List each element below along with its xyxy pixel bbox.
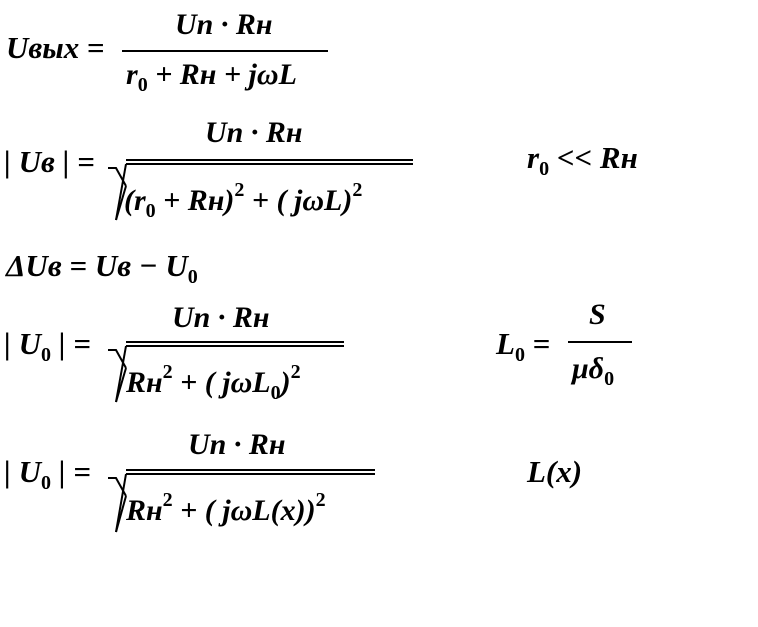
eq5-den-b: + ( jωL(x)) [172, 494, 316, 527]
eq1-lhs: Uвых = [6, 32, 105, 63]
eq5-denominator: Rн2 + ( jωL(x))2 [126, 490, 326, 526]
eq4-den-a: Rн [126, 366, 163, 399]
eq5-lhs-sub: 0 [40, 472, 51, 494]
eq5-den-a-sup: 2 [162, 489, 173, 511]
eq2-den-c-sup: 2 [352, 179, 363, 201]
eq4-numerator: Un · Rн [172, 301, 270, 334]
eq1-equals: = [87, 30, 105, 65]
eq4-radical-icon [108, 341, 344, 403]
eq1-fraction-bar [122, 50, 328, 52]
eq2-den-b-sup: 2 [234, 179, 245, 201]
eq5-lhs: | U0 | = [4, 456, 91, 493]
eq4-den-a-sup: 2 [162, 361, 173, 383]
eq2-den-a: (r [124, 184, 146, 217]
eq4-inductance-lhs: L0 = [496, 328, 550, 365]
eq4-den-c: ) [280, 366, 291, 399]
eq3-text: ΔUв = Uв − U0 [6, 250, 198, 287]
eq2-den-c: + ( jωL) [244, 184, 353, 217]
eq4-side-den: μδ [572, 352, 605, 385]
eq1-lhs-text: Uвых [6, 30, 80, 65]
eq2-cond-r: r [527, 140, 540, 175]
eq3-main: ΔUв = Uв − U [6, 248, 188, 283]
eq2-cond-rest: << Rн [549, 140, 638, 175]
eq4-side-den-sub: 0 [604, 368, 615, 390]
eq4-den-c-sup: 2 [290, 361, 301, 383]
eq2-lhs: | Uв | = [4, 144, 95, 179]
eq2-numerator: Un · Rн [205, 116, 303, 149]
eq1-den-r-sub: 0 [137, 74, 148, 96]
eq2-den-a-sub: 0 [145, 200, 156, 222]
eq4-den-b: + ( jωL [172, 366, 271, 399]
eq4-lhs: | U0 | = [4, 328, 91, 365]
eq4-denominator: Rн2 + ( jωL0)2 [126, 362, 301, 403]
eq2-cond-sub: 0 [539, 158, 550, 180]
eq4-side-l: L [496, 326, 515, 361]
eq4-lhs-sub: 0 [40, 344, 51, 366]
eq4-side-fraction-bar [568, 341, 632, 343]
eq5-lhs-a: | U [4, 454, 41, 489]
eq5-den-b-sup: 2 [315, 489, 326, 511]
eq5-numerator: Un · Rн [188, 428, 286, 461]
eq4-side-numerator: S [589, 298, 606, 331]
eq4-side-equals: = [532, 326, 551, 361]
eq4-lhs-a: | U [4, 326, 41, 361]
eq5-variable-inductance: L(x) [527, 454, 583, 489]
eq2-den-b: + Rн) [155, 184, 235, 217]
eq1-numerator: Un · Rн [175, 8, 273, 41]
eq3-sub: 0 [187, 266, 198, 288]
eq1-denominator: r0 + Rн + jωL [126, 58, 297, 96]
eq5-den-a: Rн [126, 494, 163, 527]
eq4-side-l-sub: 0 [514, 344, 525, 366]
eq2-radical-icon [108, 159, 413, 221]
eq1-den-rest: + Rн + jωL [147, 58, 297, 91]
eq1-den-r: r [126, 58, 138, 91]
eq2-condition: r0 << Rн [527, 142, 638, 179]
eq2-denominator: (r0 + Rн)2 + ( jωL)2 [124, 180, 362, 221]
eq5-lhs-b: | = [50, 454, 91, 489]
eq4-lhs-b: | = [50, 326, 91, 361]
eq5-radical-icon [108, 469, 375, 533]
eq4-den-b-sub: 0 [270, 382, 281, 404]
eq4-side-denominator: μδ0 [572, 352, 615, 390]
